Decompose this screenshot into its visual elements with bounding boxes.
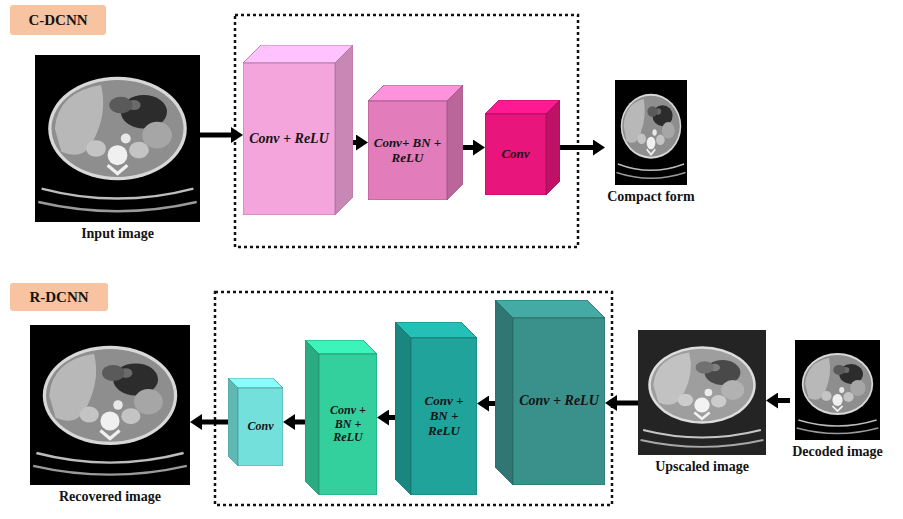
layer-block-front: Conv xyxy=(485,114,546,195)
ct-slice-image xyxy=(30,325,190,485)
layer-block-shape xyxy=(495,300,605,485)
layer-block-front: Conv + BN + ReLU xyxy=(411,338,477,495)
flow-arrow xyxy=(200,133,233,138)
flow-arrow xyxy=(776,398,790,403)
layer-block-front: Conv+ BN + ReLU xyxy=(368,101,447,200)
layer-block-face xyxy=(243,63,335,215)
ct-slice-image xyxy=(615,80,687,185)
pipeline-tag: C-DCNN xyxy=(10,5,106,35)
layer-block-face xyxy=(335,45,353,215)
layer-block-front: Conv + ReLU xyxy=(243,63,335,215)
layer-block: Conv+ BN + ReLU xyxy=(368,85,463,200)
layer-block-face xyxy=(395,322,411,495)
image-caption: Input image xyxy=(81,226,154,243)
flow-arrow xyxy=(487,401,495,406)
image-node: Upscaled image xyxy=(638,330,766,476)
image-caption: Upscaled image xyxy=(655,459,749,476)
image-node: Input image xyxy=(35,55,200,243)
layer-block: Conv + ReLU xyxy=(495,300,605,485)
flow-arrow xyxy=(387,415,395,420)
dashed-group-frame xyxy=(215,292,612,505)
image-caption: Recovered image xyxy=(59,489,161,506)
image-node: Recovered image xyxy=(30,325,190,506)
layer-block-face xyxy=(546,100,560,195)
layer-block-face xyxy=(495,300,605,318)
upscale-haze xyxy=(638,330,766,455)
flow-arrow xyxy=(353,140,358,145)
flow-arrow xyxy=(615,401,638,406)
layer-block: Conv xyxy=(485,100,560,195)
layer-label: Conv+ BN + ReLU xyxy=(371,136,444,166)
layer-block: Conv + ReLU xyxy=(243,45,353,215)
layer-block-face xyxy=(495,300,513,485)
layer-block-face xyxy=(243,45,353,63)
layer-block: Conv xyxy=(228,378,283,466)
dashed-group-frame xyxy=(235,15,578,247)
layer-block-face xyxy=(228,378,238,466)
layer-block-face xyxy=(319,354,377,495)
layer-block-face xyxy=(368,85,463,101)
layer-block-face xyxy=(238,388,283,466)
pipeline-tag: R-DCNN xyxy=(10,283,108,311)
layer-block-face xyxy=(447,85,463,200)
layer-block-front: Conv + ReLU xyxy=(513,318,605,485)
layer-label: Conv xyxy=(247,420,273,434)
flow-arrow xyxy=(463,145,475,150)
flow-arrow xyxy=(293,420,305,425)
ct-slice-image xyxy=(35,55,200,222)
image-node: Compact form xyxy=(605,80,697,206)
layer-block-shape xyxy=(243,45,353,215)
image-caption: Compact form xyxy=(607,189,694,206)
layer-block-face xyxy=(411,338,477,495)
layer-label: Conv + BN + ReLU xyxy=(414,394,474,439)
image-node: Decoded image xyxy=(790,340,885,461)
layer-label: Conv + BN + ReLU xyxy=(322,404,374,445)
ct-slice-image xyxy=(795,340,880,440)
layer-label: Conv xyxy=(501,147,529,162)
pipeline-tag-label: R-DCNN xyxy=(29,289,88,306)
layer-label: Conv + ReLU xyxy=(249,131,329,147)
layer-block-front: Conv xyxy=(238,388,283,466)
layer-block: Conv + BN + ReLU xyxy=(305,340,377,495)
ct-slice-image xyxy=(638,330,766,455)
layer-block-front: Conv + BN + ReLU xyxy=(319,354,377,495)
layer-block-face xyxy=(485,114,546,195)
flow-arrow xyxy=(200,420,228,425)
layer-block: Conv + BN + ReLU xyxy=(395,322,477,495)
pipeline-tag-label: C-DCNN xyxy=(28,12,87,29)
layer-block-face xyxy=(513,318,605,485)
layer-block-face xyxy=(368,101,447,200)
layer-label: Conv + ReLU xyxy=(519,393,599,409)
image-caption: Decoded image xyxy=(792,444,883,461)
layer-block-face xyxy=(305,340,319,495)
flow-arrow xyxy=(560,145,595,150)
